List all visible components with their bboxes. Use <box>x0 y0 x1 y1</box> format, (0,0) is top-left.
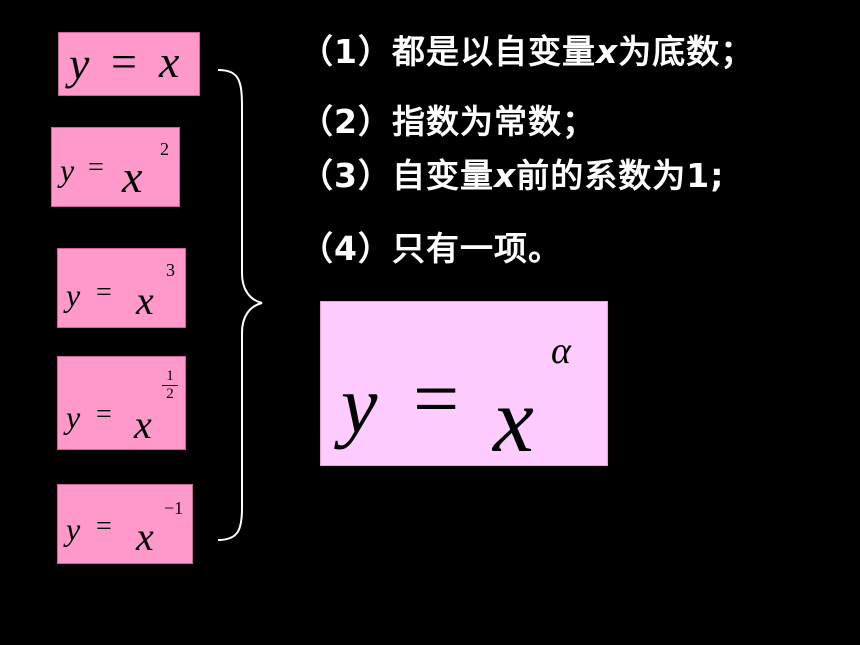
formula-base: x <box>122 151 143 202</box>
property-1: （1）都是以自变量x为底数； <box>300 25 754 73</box>
general-form-box: y = x α <box>320 301 608 466</box>
property-2-text: （2）指数为常数； <box>300 102 596 141</box>
property-2: （2）指数为常数； <box>300 95 596 143</box>
general-form-lhs: y <box>341 359 378 450</box>
formula-eq: = <box>96 277 112 308</box>
property-3-suffix: 前的系数为1; <box>516 156 725 195</box>
property-1-prefix: （1）都是以自变量 <box>300 32 596 71</box>
formula-base: x <box>136 514 154 559</box>
curly-brace-icon <box>217 69 263 541</box>
fraction-numerator: 1 <box>166 368 174 384</box>
formula-eq: = <box>96 399 112 430</box>
property-3-variable: x <box>493 156 517 195</box>
formula-linear: y = x <box>58 32 200 96</box>
property-1-suffix: 为底数； <box>618 32 755 71</box>
formula-eq: = <box>88 152 104 183</box>
formula-exponent: 2 <box>160 139 169 159</box>
formula-exponent: 3 <box>166 260 175 280</box>
formula-lhs: y <box>66 399 81 435</box>
fraction-bar <box>162 385 178 386</box>
fraction-denominator: 2 <box>166 386 174 402</box>
formula-base: x <box>136 278 154 323</box>
formula-lhs: y <box>60 152 75 188</box>
formula-eq: = <box>96 511 112 542</box>
formula-reciprocal: y = x −1 <box>57 484 193 564</box>
general-form-base: x <box>493 369 534 471</box>
formula-lhs: y <box>66 511 81 547</box>
general-form-eq: = <box>413 353 460 444</box>
property-3: （3）自变量x前的系数为1; <box>300 149 724 197</box>
formula-rhs: x <box>159 36 180 87</box>
formula-cube: y = x 3 <box>57 248 186 328</box>
fraction-exponent: 1 2 <box>162 369 178 402</box>
property-1-variable: x <box>595 32 619 71</box>
formula-eq: = <box>111 36 137 87</box>
formula-sqrt: y = x 1 2 <box>57 356 186 450</box>
formula-lhs: y <box>66 277 81 313</box>
property-3-prefix: （3）自变量 <box>300 156 494 195</box>
formula-lhs: y <box>69 38 90 89</box>
property-4: （4）只有一项。 <box>300 222 562 270</box>
formula-square: y = x 2 <box>51 127 180 207</box>
formula-base: x <box>134 402 152 447</box>
property-4-text: （4）只有一项。 <box>300 229 562 268</box>
general-form-exponent: α <box>551 330 571 372</box>
formula-exponent: −1 <box>164 498 184 518</box>
